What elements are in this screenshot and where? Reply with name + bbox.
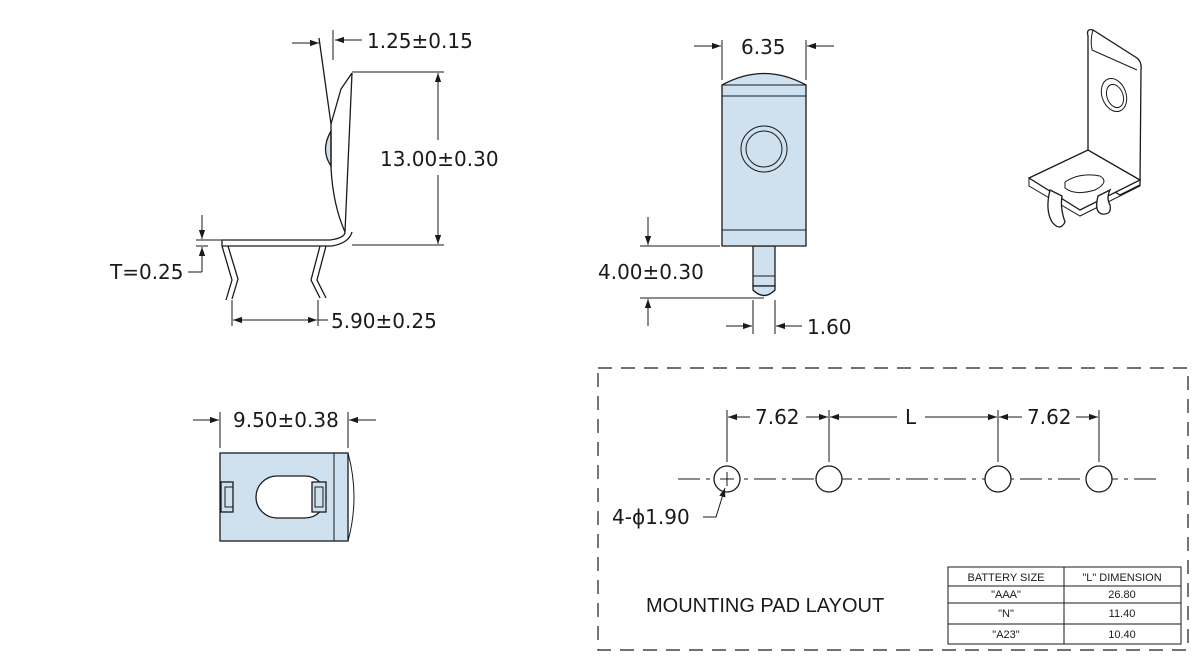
pad-pitch-right: 7.62 — [1027, 405, 1072, 429]
pad-pitch-left: 7.62 — [755, 405, 800, 429]
front-hole-outer — [740, 125, 788, 173]
table-cell: 26.80 — [1108, 589, 1136, 601]
isometric-view — [1027, 28, 1142, 228]
dim-width-bottom: 9.50±0.38 — [233, 408, 339, 432]
dim-leg-spacing: 5.90±0.25 — [331, 309, 437, 333]
pad-hole-callout: 4-ϕ1.90 — [612, 505, 690, 529]
mounting-pad-layout: 7.62 L 7.62 4-ϕ1.90 MOUNTING PAD LAYOUT … — [597, 367, 1189, 651]
dim-height: 13.00±0.30 — [380, 147, 499, 171]
dim-thickness: T=0.25 — [109, 260, 184, 284]
table-cell: 11.40 — [1109, 608, 1136, 620]
side-leg-right — [310, 245, 327, 299]
iso-leg-left — [1047, 189, 1066, 228]
table-header-dimension: "L" DIMENSION — [1082, 572, 1161, 584]
table-cell: "AAA" — [991, 589, 1021, 601]
table-cell: "A23" — [992, 629, 1019, 641]
table-cell: "N" — [998, 608, 1014, 620]
pad-layout-title: MOUNTING PAD LAYOUT — [646, 595, 884, 617]
side-base-bottom — [222, 231, 353, 247]
pad-hole-3 — [984, 465, 1012, 493]
side-view: 1.25±0.15 13.00±0.30 T=0.25 5.90±0.25 — [109, 29, 499, 333]
iso-base-slot — [1064, 174, 1105, 194]
side-tab-profile — [318, 37, 353, 233]
bottom-view: 9.50±0.38 — [193, 408, 376, 542]
front-view: 6.35 4.00±0.30 1.60 — [598, 35, 852, 339]
pad-pitch-center: L — [905, 405, 917, 429]
battery-table: BATTERY SIZE "L" DIMENSION "AAA" 26.80 "… — [947, 566, 1182, 645]
iso-hole-inner — [1105, 83, 1125, 109]
iso-vertical-tab — [1086, 28, 1142, 196]
table-header-size: BATTERY SIZE — [967, 572, 1044, 584]
side-base-top — [222, 231, 346, 241]
contact-bump — [324, 128, 332, 169]
dim-thickness-top: 1.25±0.15 — [367, 29, 473, 53]
dim-pin-width: 1.60 — [807, 315, 852, 339]
front-hole-inner — [745, 130, 783, 168]
table-cell: 10.40 — [1108, 629, 1136, 641]
front-pin — [752, 245, 776, 287]
pad-hole-2 — [815, 465, 843, 493]
hole-callout-leader — [703, 487, 726, 518]
dim-width-front: 6.35 — [741, 35, 786, 59]
front-body — [721, 72, 807, 247]
side-leg-left — [221, 245, 239, 301]
iso-hole-outer — [1100, 78, 1128, 112]
iso-leg-right — [1096, 188, 1112, 215]
side-tab-top — [330, 72, 353, 125]
pad-hole-4 — [1085, 465, 1113, 493]
dim-pin-length: 4.00±0.30 — [598, 260, 704, 284]
